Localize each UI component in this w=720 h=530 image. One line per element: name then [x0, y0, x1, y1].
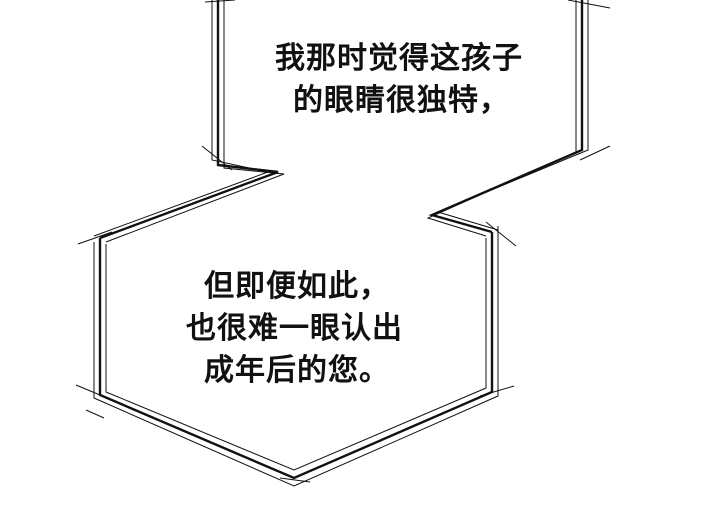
speech-bubble-bottom-outline: [75, 221, 517, 487]
speech-bubble-top-outline: [93, 0, 611, 243]
speech-bubble-bottom-text: 但即便如此， 也很难一眼认出 成年后的您。: [186, 266, 403, 392]
caption-line: 我那时觉得这孩子: [275, 41, 523, 76]
speech-bubble-top-text: 我那时觉得这孩子 的眼睛很独特，: [275, 38, 523, 122]
caption-line: 的眼睛很独特，: [293, 83, 510, 118]
caption-line: 但即便如此，: [204, 269, 390, 304]
caption-line: 成年后的您。: [204, 353, 390, 388]
caption-line: 也很难一眼认出: [186, 311, 403, 346]
